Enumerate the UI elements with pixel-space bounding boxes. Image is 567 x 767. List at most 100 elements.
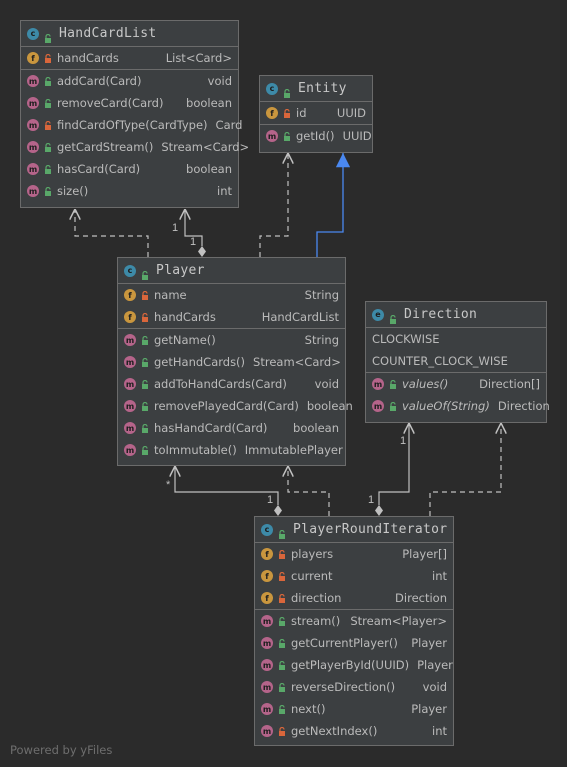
method-name: getCardStream() — [57, 140, 154, 154]
field-type: List<Card> — [165, 51, 232, 65]
method-name: getCurrentPlayer() — [291, 636, 398, 650]
method-name: toImmutable() — [154, 443, 237, 457]
return-type: boolean — [293, 421, 339, 435]
public-lock-icon — [43, 98, 53, 108]
field-icon: f — [261, 570, 273, 582]
public-lock-icon — [140, 266, 150, 280]
public-lock-icon — [43, 76, 53, 86]
field-name: direction — [291, 591, 342, 605]
public-lock-icon — [140, 335, 150, 345]
private-lock-icon — [277, 571, 287, 581]
return-type: String — [304, 333, 339, 347]
enum-constant[interactable]: CLOCKWISE — [366, 328, 546, 350]
method-icon: m — [124, 422, 136, 434]
public-lock-icon — [277, 525, 287, 539]
return-type: Stream<Player> — [350, 614, 447, 628]
method-icon: m — [124, 400, 136, 412]
public-lock-icon — [282, 131, 292, 141]
field-type: String — [304, 288, 339, 302]
class-header[interactable]: c Entity — [260, 76, 372, 102]
return-type: int — [217, 184, 232, 198]
method-icon: m — [261, 637, 273, 649]
field-name: id — [296, 106, 307, 120]
return-type: boolean — [186, 162, 232, 176]
field-type: UUID — [336, 106, 366, 120]
method-name: getNextIndex() — [291, 724, 378, 738]
return-type: void — [314, 377, 339, 391]
composition-diamond-iterator-direction — [375, 505, 383, 516]
private-lock-icon — [43, 120, 53, 130]
mult-iter-dir-two: 1 — [368, 494, 374, 506]
method-icon: m — [266, 130, 278, 142]
public-lock-icon — [140, 445, 150, 455]
mult-iter-dir-one: 1 — [400, 435, 406, 447]
field-type: int — [432, 569, 447, 583]
public-lock-icon — [43, 164, 53, 174]
enum-direction[interactable]: e Direction CLOCKWISE COUNTER_CLOCK_WISE… — [365, 301, 550, 423]
field-name: handCards — [57, 51, 119, 65]
class-icon: c — [124, 264, 136, 277]
method-name: getHandCards() — [154, 355, 246, 369]
class-title: HandCardList — [59, 26, 157, 41]
method-name: findCardOfType(CardType) — [57, 118, 208, 132]
class-icon: c — [27, 27, 39, 40]
private-lock-icon — [282, 108, 292, 118]
class-header[interactable]: c PlayerRoundIterator — [255, 517, 453, 543]
return-type: boolean — [186, 96, 232, 110]
method-name: valueOf(String) — [402, 399, 490, 413]
method-icon: m — [124, 334, 136, 346]
composition-diamond-player — [198, 246, 206, 257]
field-name: name — [154, 288, 187, 302]
return-type: Player — [411, 702, 447, 716]
enum-constant[interactable]: COUNTER_CLOCK_WISE — [366, 350, 546, 372]
private-lock-icon — [43, 53, 53, 63]
public-lock-icon — [140, 357, 150, 367]
method-icon: m — [27, 185, 39, 197]
class-header[interactable]: c HandCardList — [21, 21, 238, 47]
class-header[interactable]: e Direction — [366, 302, 546, 328]
method-name: addCard(Card) — [57, 74, 142, 88]
class-header[interactable]: c Player — [118, 258, 345, 284]
method-icon: m — [261, 659, 273, 671]
public-lock-icon — [282, 84, 292, 98]
class-title: PlayerRoundIterator — [293, 522, 448, 537]
method-icon: m — [261, 725, 273, 737]
return-type: ImmutablePlayer — [244, 443, 343, 457]
